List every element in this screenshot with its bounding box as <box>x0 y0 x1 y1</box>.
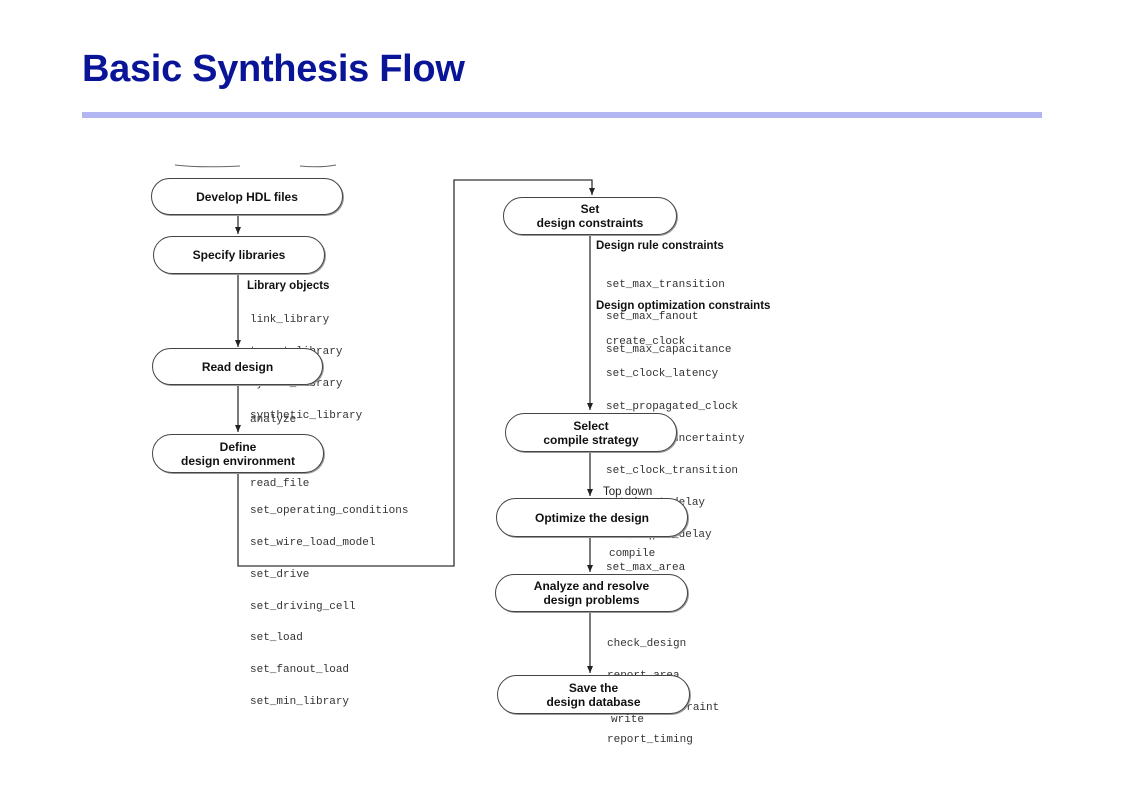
compile-command: compile <box>609 548 656 560</box>
environment-command: set_wire_load_model <box>250 536 376 549</box>
design-optimization-heading: Design optimization constraints <box>596 300 771 312</box>
strategy-option: Top down <box>603 486 653 498</box>
connector-define-to-set <box>237 179 595 567</box>
environment-command: set_driving_cell <box>250 600 356 613</box>
design-rule-command: set_max_capacitance <box>606 343 732 356</box>
optimization-command: set_clock_transition <box>606 464 739 477</box>
optimization-command: set_propagated_clock <box>606 400 739 413</box>
optimization-command: create_clock <box>606 336 686 349</box>
step-save-database: Save the design database <box>497 675 690 714</box>
environment-command: set_operating_conditions <box>250 505 409 518</box>
design-rule-command: set_max_transition <box>606 279 725 292</box>
environment-command: set_drive <box>250 568 310 581</box>
page-title: Basic Synthesis Flow <box>82 48 465 90</box>
write-command: write <box>611 714 645 726</box>
step-define-environment: Define design environment <box>152 434 324 473</box>
step-set-constraints: Set design constraints <box>503 197 677 235</box>
step-read-design: Read design <box>152 348 323 385</box>
step-specify-libraries: Specify libraries <box>153 236 325 274</box>
library-objects-heading: Library objects <box>247 280 330 292</box>
environment-commands-list: set_operating_conditions set_wire_load_m… <box>250 485 408 718</box>
environment-command: set_load <box>250 632 303 645</box>
step-develop-hdl: Develop HDL files <box>151 178 343 215</box>
top-fragment <box>174 164 337 168</box>
check-command: report_timing <box>607 733 693 746</box>
title-underline <box>82 112 1042 118</box>
step-analyze-resolve: Analyze and resolve design problems <box>495 574 688 612</box>
read-command: analyze <box>250 414 297 427</box>
design-rule-list: set_max_transition set_max_fanout set_ma… <box>606 259 731 366</box>
design-rule-command: set_max_fanout <box>606 311 699 324</box>
check-command: check_design <box>607 638 687 651</box>
optimization-command: set_clock_latency <box>606 368 719 381</box>
library-command: synthetic_library <box>250 409 363 422</box>
environment-command: set_min_library <box>250 695 350 708</box>
step-optimize-design: Optimize the design <box>496 498 688 537</box>
optimization-command: set_max_area <box>606 561 686 574</box>
read-command: read_file <box>250 477 310 490</box>
library-command: link_library <box>250 314 330 327</box>
environment-command: set_fanout_load <box>250 664 350 677</box>
design-rule-heading: Design rule constraints <box>596 240 724 252</box>
step-select-strategy: Select compile strategy <box>505 413 677 452</box>
